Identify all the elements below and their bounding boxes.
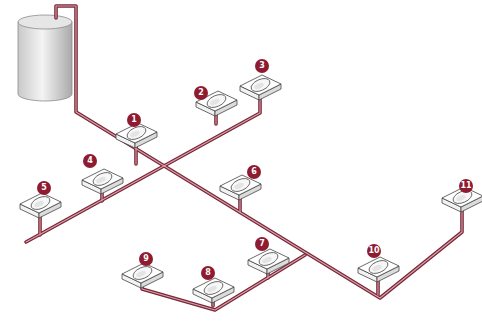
callout-number: 8: [201, 266, 215, 280]
basin-shade: [129, 130, 140, 139]
sink-group: [20, 75, 482, 303]
main-pipe: [56, 6, 462, 298]
callout-number: 6: [247, 165, 261, 179]
drop-pipes-highlight: [40, 110, 378, 306]
basin-top: [248, 249, 289, 269]
branch-pipe: [142, 255, 305, 310]
basin-shade: [135, 270, 146, 279]
main-pipe-highlight: [56, 6, 462, 298]
callout-number: 10: [367, 244, 381, 258]
callout-number: 3: [255, 59, 269, 73]
callout-number: 1: [127, 113, 141, 127]
tank-body: [18, 22, 72, 101]
basin-bowl: [202, 279, 225, 297]
water-tank: [18, 15, 72, 101]
drop-pipes: [40, 110, 378, 306]
basin-top: [20, 193, 61, 213]
pipe-network: [26, 6, 462, 310]
washbasin: [20, 193, 61, 218]
basin-shade: [253, 82, 264, 91]
washbasin: [240, 75, 281, 100]
callout-number: 9: [139, 252, 153, 266]
basin-bowl: [205, 92, 228, 110]
basin-top: [122, 263, 163, 283]
tank-top: [18, 15, 72, 29]
basin-bowl: [91, 170, 114, 188]
cross-pipe-highlight: [26, 94, 260, 242]
pipe-outer: [26, 6, 462, 310]
basin-bowl: [131, 264, 154, 282]
basin-bowl: [125, 124, 148, 142]
callout-number: 5: [37, 181, 51, 195]
basin-bowl: [367, 258, 390, 276]
cross-pipe: [26, 94, 260, 242]
basin-shade: [455, 194, 466, 203]
basin-bowl: [249, 76, 272, 94]
washbasin: [248, 249, 289, 274]
basin-shade: [206, 285, 217, 294]
callout-number: 4: [83, 154, 97, 168]
callout-number: 7: [255, 237, 269, 251]
washbasin: [358, 257, 399, 282]
washbasin: [82, 169, 123, 194]
basin-shade: [233, 182, 244, 191]
basin-shade: [371, 264, 382, 273]
branch-pipe-highlight: [142, 255, 305, 310]
pipe-inner: [26, 6, 462, 310]
basin-top: [240, 75, 281, 95]
callout-number: 11: [459, 179, 473, 193]
basin-top: [82, 169, 123, 189]
washbasin: [193, 278, 234, 303]
basin-bowl: [257, 250, 280, 268]
callout-number: 2: [194, 86, 208, 100]
basin-shade: [209, 98, 220, 107]
basin-shade: [261, 256, 272, 265]
basin-top: [193, 278, 234, 298]
basin-top: [358, 257, 399, 277]
washbasin: [116, 123, 157, 148]
basin-bowl: [29, 194, 52, 212]
washbasin: [122, 263, 163, 288]
basin-shade: [33, 200, 44, 209]
basin-shade: [95, 176, 106, 185]
basin-bowl: [229, 176, 252, 194]
